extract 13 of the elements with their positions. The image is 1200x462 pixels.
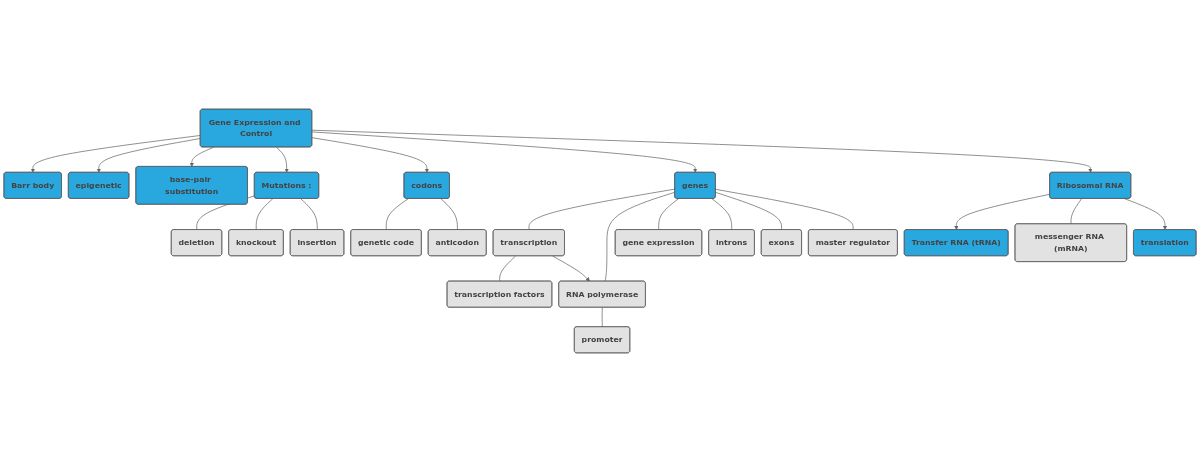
connector (385, 198, 409, 231)
connector (1070, 198, 1082, 225)
connector (528, 188, 676, 231)
connector (658, 198, 679, 231)
connector (715, 192, 782, 231)
connector (440, 198, 458, 231)
connector (300, 198, 318, 231)
connector (499, 255, 516, 282)
connector (604, 191, 676, 282)
connector (601, 307, 603, 328)
connector (711, 198, 733, 231)
connector (255, 198, 274, 231)
connector (715, 188, 854, 231)
